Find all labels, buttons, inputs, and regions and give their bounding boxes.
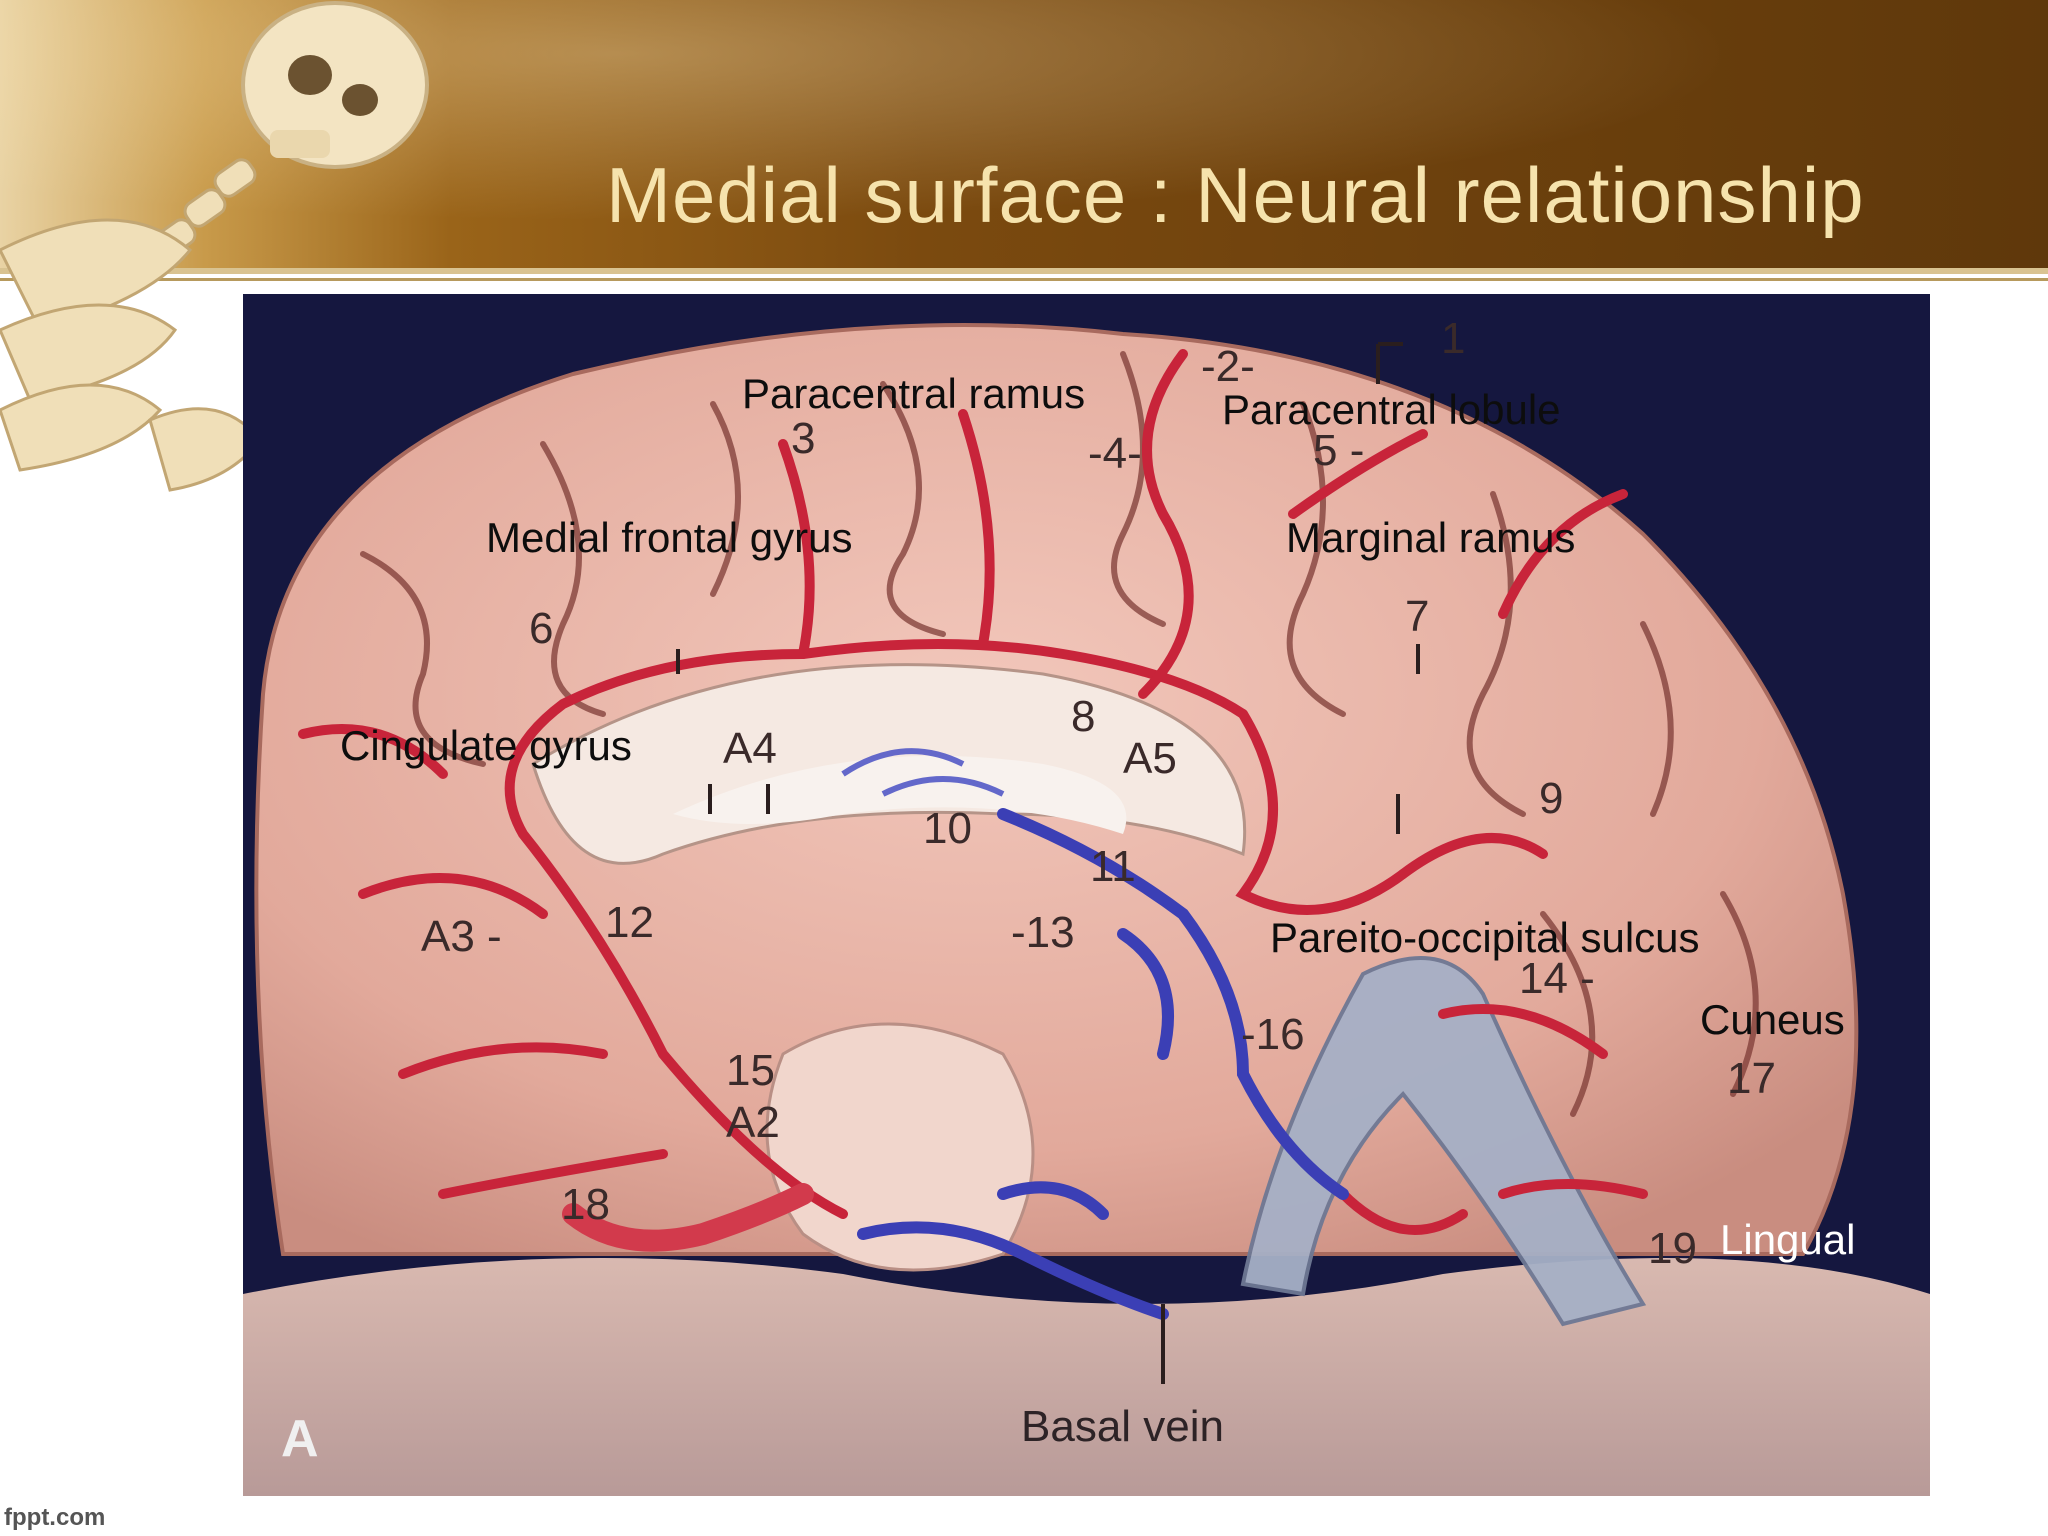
label-paracentral-ramus: Paracentral ramus: [742, 370, 1086, 417]
marker-13: -13: [1011, 908, 1075, 957]
marker-3: 3: [791, 414, 816, 463]
marker-16: -16: [1241, 1010, 1305, 1059]
label-pareito-occipital-sulcus: Pareito-occipital sulcus: [1270, 914, 1700, 961]
brain-illustration: [243, 323, 1930, 1496]
marker-7: 7: [1405, 592, 1430, 641]
header-divider-thin: [0, 278, 2048, 281]
panel-letter: A: [281, 1410, 319, 1468]
marker-10: 10: [923, 804, 972, 853]
marker-9: 9: [1539, 774, 1564, 823]
marker-8: 8: [1071, 692, 1096, 741]
marker-a2: A2: [726, 1098, 780, 1147]
label-medial-frontal-gyrus: Medial frontal gyrus: [486, 514, 853, 561]
brain-medial-surface-photo: 1 -2- 3 -4- 5 - 6 7 8 9 10 11 12 -13 14 …: [243, 294, 1930, 1496]
marker-18: 18: [561, 1180, 610, 1229]
marker-6: 6: [529, 604, 554, 653]
marker-15: 15: [726, 1046, 775, 1095]
label-marginal-ramus: Marginal ramus: [1286, 514, 1576, 561]
marker-11: 11: [1090, 842, 1136, 891]
label-cuneus: Cuneus: [1700, 996, 1845, 1043]
marker-12: 12: [605, 898, 654, 947]
marker-2: -2-: [1201, 342, 1255, 391]
marker-17: 17: [1727, 1054, 1776, 1103]
marker-14: 14 -: [1519, 954, 1595, 1003]
label-lingual: Lingual: [1720, 1216, 1856, 1263]
marker-a5: A5: [1123, 734, 1177, 783]
label-cingulate-gyrus: Cingulate gyrus: [340, 722, 632, 769]
label-basal-vein: Basal vein: [1021, 1402, 1225, 1451]
header-divider: [0, 268, 2048, 274]
skeleton-illustration: [0, 1, 429, 492]
marker-a3: A3 -: [421, 912, 502, 961]
marker-19: 19: [1648, 1224, 1697, 1273]
label-paracentral-lobule: Paracentral lobule: [1222, 386, 1561, 433]
marker-5: 5 -: [1313, 426, 1365, 475]
footer-brand: fppt.com: [4, 1504, 106, 1531]
marker-a4: A4: [723, 724, 777, 773]
marker-1: 1: [1441, 314, 1466, 363]
slide-title: Medial surface : Neural relationship: [606, 151, 1865, 239]
marker-4: -4-: [1088, 429, 1142, 478]
